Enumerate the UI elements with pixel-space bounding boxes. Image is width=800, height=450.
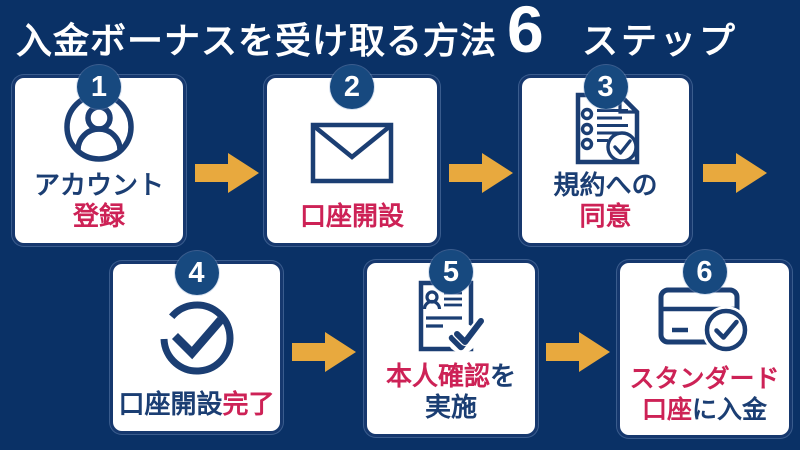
- arrow-right-icon: [703, 153, 767, 193]
- step-label: 本人確認を 実施: [385, 360, 517, 423]
- step-label: 規約への 同意: [553, 169, 658, 232]
- step-card-3: 3 規約への 同意: [519, 65, 692, 246]
- step-label: 口座開設: [299, 201, 404, 232]
- arrow-right-icon: [195, 153, 259, 193]
- step-number-badge: 2: [330, 65, 374, 109]
- step-card-5: 5 本人確認を 実施: [364, 250, 538, 437]
- step-card-2: 2 口座開設: [264, 65, 440, 246]
- arrow-right-icon: [449, 153, 513, 193]
- step-number-badge: 4: [174, 251, 219, 295]
- title-text: 入金ボーナスを受け取る方法: [16, 20, 498, 61]
- step-number-badge: 6: [682, 250, 727, 294]
- step-count: 6: [507, 0, 544, 66]
- step-label: スタンダード 口座に入金: [629, 365, 780, 424]
- check-circle-icon: [160, 301, 233, 375]
- step-number-badge: 5: [429, 250, 473, 294]
- step-card-4: 4 口座開設完了: [110, 251, 283, 434]
- page-title: 入金ボーナスを受け取る方法 6 ステップ: [0, 0, 800, 70]
- step-number-badge: 3: [583, 65, 628, 109]
- step-label: 口座開設完了: [118, 389, 275, 420]
- arrow-right-icon: [292, 332, 356, 372]
- id-verification-icon: [418, 280, 487, 353]
- step-card-6: 6 スタンダード 口座に入金: [617, 250, 792, 438]
- arrow-right-icon: [546, 332, 610, 372]
- title-suffix: ステップ: [582, 20, 739, 61]
- step-label: アカウント 登録: [33, 169, 164, 232]
- envelope-icon: [310, 123, 394, 184]
- step-number-badge: 1: [77, 65, 121, 109]
- step-card-1: 1 アカウント 登録: [12, 65, 186, 246]
- card-deposit-icon: [658, 287, 750, 354]
